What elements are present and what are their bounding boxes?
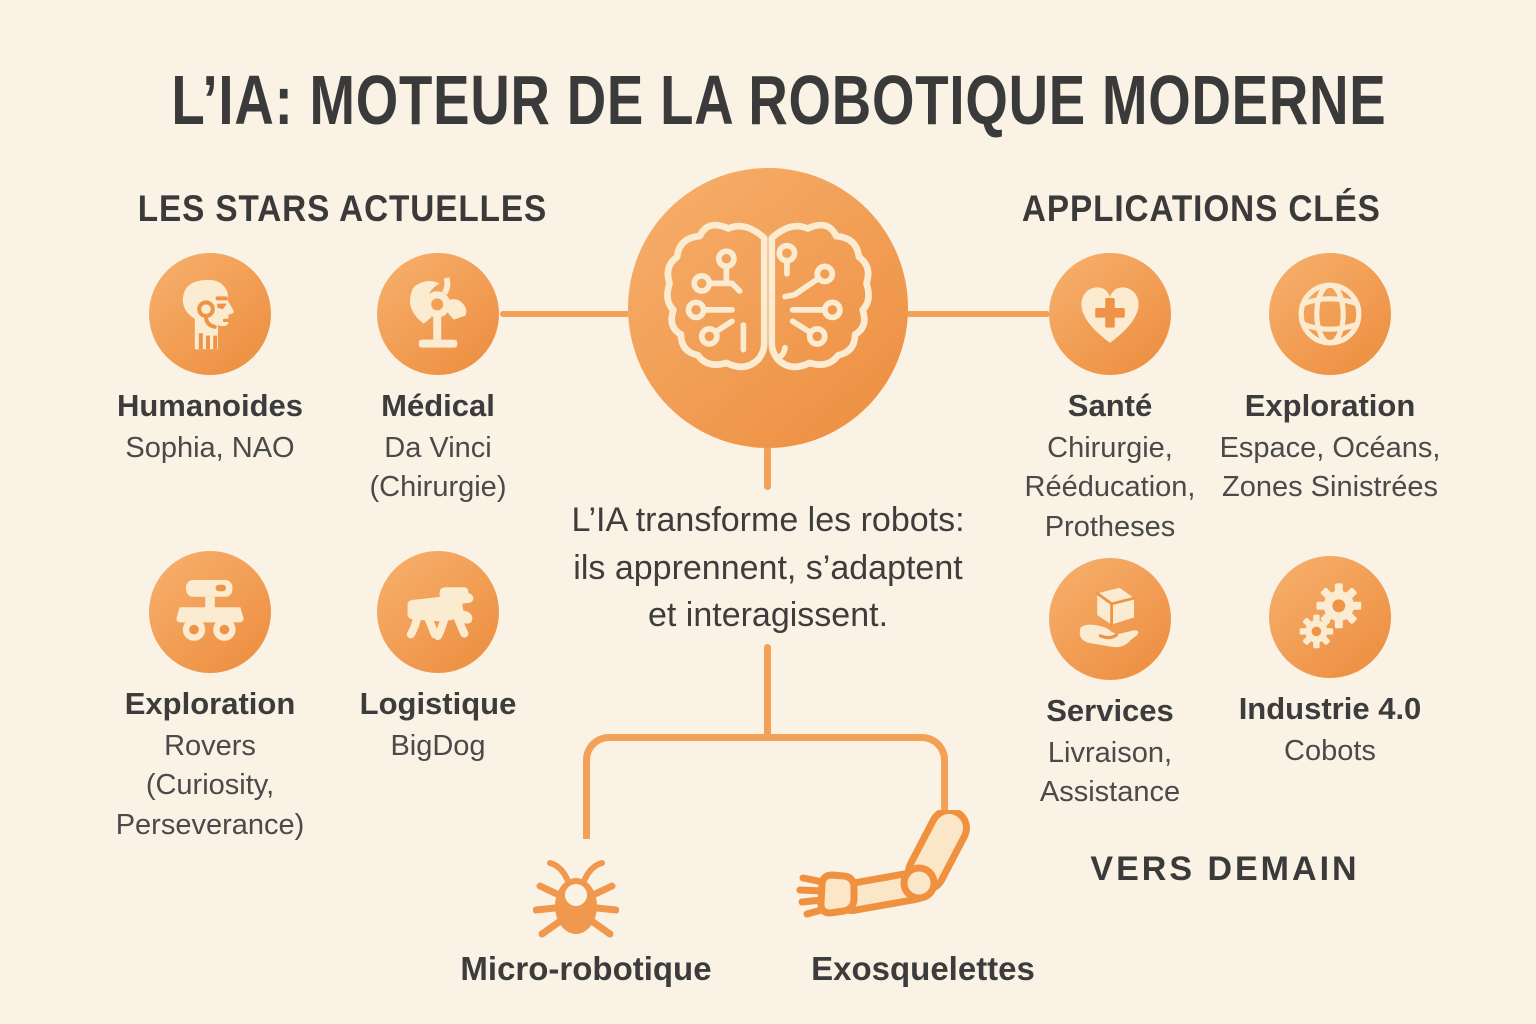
item-sublabel: Rovers (Curiosity, Perseverance): [115, 730, 305, 841]
icon-circle: [1049, 253, 1171, 375]
item-label: Logistique: [359, 686, 517, 721]
ai-description: L’IA transforme les robots: ils apprenne…: [571, 501, 965, 635]
heart-cross-icon: [1081, 287, 1139, 343]
icon-circle: [377, 253, 499, 375]
connector-line-right: [906, 311, 1050, 317]
item-sante: Santé Chirurgie, Rééducation, Protheses: [980, 253, 1240, 547]
rover-icon: [176, 580, 244, 641]
item-sublabel: Livraison, Assistance: [1039, 737, 1181, 809]
item-sublabel: Espace, Océans, Zones Sinistrées: [1219, 432, 1441, 504]
item-humanoides: Humanoides Sophia, NAO: [80, 253, 340, 468]
icon-circle: [149, 253, 271, 375]
humanoid-head-icon: [182, 279, 234, 350]
item-industrie: Industrie 4.0 Cobots: [1200, 556, 1460, 771]
right-section-header: APPLICATIONS CLÉS: [1021, 188, 1381, 229]
item-sublabel: BigDog: [390, 730, 486, 762]
quadruped-robot-icon: [406, 587, 474, 640]
item-exploration-applications: Exploration Espace, Océans, Zones Sinist…: [1200, 253, 1460, 508]
brain-circuit-icon: [664, 221, 872, 371]
item-label: Exploration: [1244, 388, 1416, 423]
item-sublabel: Sophia, NAO: [125, 432, 295, 464]
surgical-robot-icon: [409, 277, 467, 348]
hand-box-icon: [1079, 587, 1139, 648]
item-sublabel: Cobots: [1284, 735, 1376, 767]
item-sublabel: Chirurgie, Rééducation, Protheses: [1024, 432, 1196, 543]
item-label: Exploration: [124, 686, 296, 721]
ai-brain-node: [628, 168, 908, 448]
exoskeleton-arm-icon: [796, 810, 970, 918]
gears-icon: [1299, 583, 1362, 649]
connector-vertical-top: [764, 446, 771, 490]
label-exosquelettes: Exosquelettes: [811, 950, 1035, 987]
icon-circle: [1269, 556, 1391, 678]
left-section-header: LES STARS ACTUELLES: [137, 188, 547, 229]
page-title: L’IA: MOTEUR DE LA ROBOTIQUE MODERNE: [0, 60, 1536, 140]
item-exploration-rovers: Exploration Rovers (Curiosity, Persevera…: [80, 551, 340, 845]
item-medical: Médical Da Vinci (Chirurgie): [308, 253, 568, 508]
connector-line-left: [500, 311, 630, 317]
item-label: Services: [1046, 693, 1174, 728]
icon-circle: [149, 551, 271, 673]
icon-circle: [1269, 253, 1391, 375]
connector-bracket: [583, 734, 948, 839]
icon-circle: [1049, 558, 1171, 680]
item-sublabel: Da Vinci (Chirurgie): [369, 432, 507, 504]
future-section-header: VERS DEMAIN: [1090, 850, 1360, 888]
icon-circle: [377, 551, 499, 673]
item-label: Santé: [1067, 388, 1153, 423]
micro-robot-icon: [533, 860, 619, 938]
item-label: Humanoides: [116, 388, 304, 423]
item-label: Médical: [381, 388, 495, 423]
connector-vertical-bottom: [764, 644, 771, 740]
page-title-text: L’IA: MOTEUR DE LA ROBOTIQUE MODERNE: [171, 61, 1387, 139]
item-label: Industrie 4.0: [1238, 691, 1422, 726]
item-services: Services Livraison, Assistance: [980, 558, 1240, 813]
label-micro-robotique: Micro-robotique: [460, 950, 712, 987]
globe-icon: [1298, 282, 1362, 346]
item-logistique: Logistique BigDog: [308, 551, 568, 766]
